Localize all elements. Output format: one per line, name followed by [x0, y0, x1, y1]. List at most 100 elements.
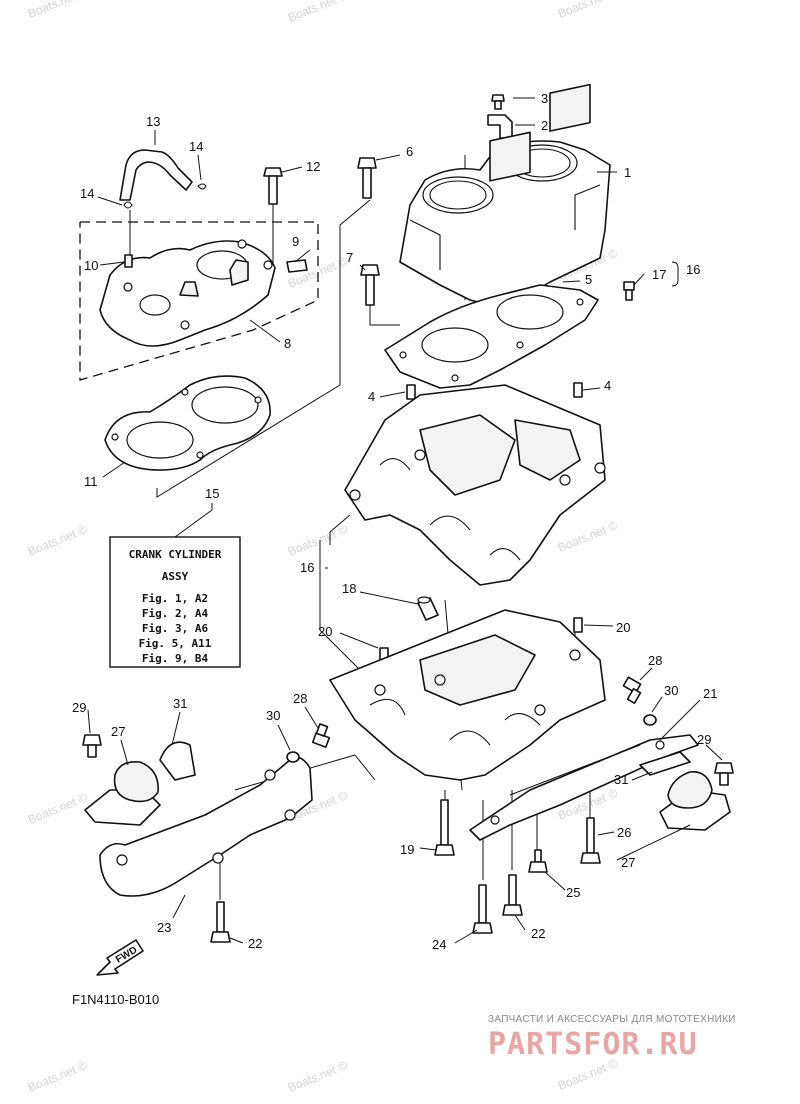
bolt-24[interactable]	[472, 884, 493, 934]
callout-24: 24	[432, 937, 446, 952]
cover-opening	[139, 294, 171, 316]
callout-28: 28	[648, 653, 662, 668]
clip-14[interactable]	[123, 201, 133, 209]
bolt-12[interactable]	[263, 167, 283, 265]
callout-bracket	[671, 261, 679, 287]
callout-22: 22	[531, 926, 545, 941]
dowel-4[interactable]	[406, 384, 416, 400]
box-title: CRANK CYLINDER	[129, 548, 222, 561]
callout-14: 14	[80, 186, 94, 201]
shop-branding: ЗАПЧАСТИ И АКСЕССУАРЫ ДЛЯ МОТОТЕХНИКИ PA…	[488, 1014, 736, 1062]
callout-22: 22	[248, 936, 262, 951]
cover-nozzle	[229, 259, 249, 286]
rubber-mount-27[interactable]	[84, 760, 161, 826]
forward-arrow: FWD	[96, 939, 144, 976]
callout-10: 10	[84, 258, 98, 273]
engine-mount-21[interactable]	[469, 734, 699, 841]
bolt-29[interactable]	[714, 762, 734, 786]
callout-11: 11	[84, 474, 98, 489]
exhaust-port	[489, 131, 531, 182]
washer-30[interactable]	[643, 714, 657, 726]
callout-29: 29	[697, 732, 711, 747]
bolt-6[interactable]	[357, 157, 377, 199]
mount-hole	[212, 852, 224, 864]
callout-15: 15	[205, 486, 219, 501]
bolt-22[interactable]	[210, 901, 231, 943]
callout-27: 27	[621, 855, 635, 870]
bolt-29[interactable]	[82, 734, 102, 758]
callout-19: 19	[400, 842, 414, 857]
callout-6: 6	[406, 144, 413, 159]
callout-13: 13	[146, 114, 160, 129]
mount-hole	[264, 769, 276, 781]
watermark: Boats.net ©	[26, 790, 90, 827]
callout-20: 20	[616, 620, 630, 635]
cover-bolt-hole	[123, 282, 133, 292]
plug-28[interactable]	[311, 723, 331, 748]
cylinder-base-gasket-5[interactable]	[384, 284, 599, 389]
callout-29: 29	[72, 700, 86, 715]
cover-bolt-hole	[263, 260, 273, 270]
callout-16: 16	[300, 560, 314, 575]
watermark: Boats.net ©	[286, 1058, 350, 1095]
callout-5: 5	[585, 272, 592, 287]
washer-30[interactable]	[286, 751, 300, 763]
fitting-9[interactable]	[286, 259, 308, 273]
callout-27: 27	[111, 724, 125, 739]
head-cover-boundary	[79, 221, 319, 381]
callout-14: 14	[189, 139, 203, 154]
upper-crankcase[interactable]	[344, 384, 606, 586]
callout-30: 30	[266, 708, 280, 723]
callout-23: 23	[157, 920, 171, 935]
rubber-mount-27[interactable]	[659, 771, 731, 831]
callout-numbers: 1 2 3 4 4 5 6 7 8 9 10 11 12 13 14 14 15…	[72, 91, 717, 952]
callout-2: 2	[541, 118, 548, 133]
clip-14[interactable]	[197, 183, 207, 190]
head-cover-assembly	[79, 221, 319, 381]
callout-17: 17	[652, 267, 666, 282]
bolt-19[interactable]	[434, 799, 455, 856]
plug-17[interactable]	[623, 281, 635, 301]
callout-26: 26	[617, 825, 631, 840]
watermark: Boats.net ©	[26, 522, 90, 559]
callout-4: 4	[604, 378, 611, 393]
cylinder-bore-rim	[429, 180, 487, 210]
box-title: ASSY	[162, 570, 189, 583]
box-ref: Fig. 5, A11	[139, 637, 212, 650]
screw-3[interactable]	[491, 94, 505, 110]
hose-assembly	[119, 149, 207, 255]
lower-crankcase[interactable]	[329, 609, 606, 781]
hose-13[interactable]	[119, 149, 193, 201]
bracket-2[interactable]	[487, 114, 513, 139]
exhaust-port	[549, 83, 591, 132]
dowel-4[interactable]	[573, 382, 583, 398]
dowel-20[interactable]	[573, 617, 583, 633]
watermark: Boats.net ©	[26, 1058, 90, 1095]
engine-mount-23[interactable]	[99, 756, 313, 897]
callout-16: 16	[686, 262, 700, 277]
diagram-code: F1N4110-B010	[72, 992, 159, 1007]
spacer-31[interactable]	[159, 741, 196, 781]
callout-9: 9	[292, 234, 299, 249]
callout-12: 12	[306, 159, 320, 174]
bolt-25[interactable]	[528, 849, 548, 873]
plug-28[interactable]	[622, 676, 642, 704]
bolt-22[interactable]	[502, 874, 523, 916]
spacer-31[interactable]	[639, 751, 691, 776]
mount-hole	[284, 809, 296, 821]
fasteners	[82, 676, 734, 943]
cylinder-block[interactable]	[399, 83, 611, 306]
dowel-pin	[124, 254, 133, 268]
head-gasket-11[interactable]	[104, 375, 271, 471]
callout-18: 18	[342, 581, 356, 596]
bolt-7[interactable]	[360, 264, 380, 306]
box-ref: Fig. 1, A2	[142, 592, 208, 605]
collar-18[interactable]	[417, 596, 439, 621]
callout-30: 30	[664, 683, 678, 698]
shop-subtitle: ЗАПЧАСТИ И АКСЕССУАРЫ ДЛЯ МОТОТЕХНИКИ	[488, 1014, 736, 1025]
bolt-26[interactable]	[580, 817, 601, 864]
crank-cylinder-assy-box: CRANK CYLINDER ASSY Fig. 1, A2 Fig. 2, A…	[109, 503, 241, 668]
cover-bolt-hole	[237, 239, 247, 249]
watermark: Boats.net ©	[286, 522, 350, 559]
callout-8: 8	[284, 336, 291, 351]
